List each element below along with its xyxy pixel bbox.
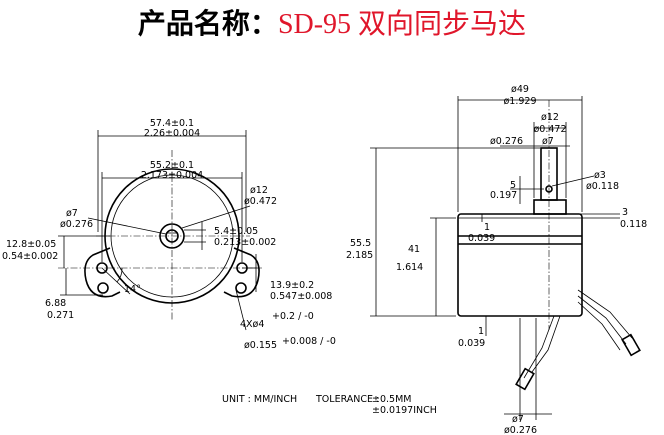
wire-1 [577,289,633,339]
side-hole-mm: ø3 [594,170,606,181]
front-holes-tol-in: +0.008 / -0 [282,336,336,347]
side-flange-in: 0.039 [468,233,495,244]
front-angle: 14° [124,284,141,295]
side-hole-leader [551,175,595,187]
front-left-in: 0.54±0.002 [2,251,58,262]
side-body [457,213,583,317]
side-boss [533,199,567,215]
front-left-mm: 12.8±0.05 [6,239,56,250]
front-flat-mm: 5.4±0.05 [214,226,258,237]
front-holes-tol-mm: +0.2 / -0 [272,311,314,322]
tolerance-label: TOLERANCE : [315,394,379,405]
front-boss-mm: ø12 [250,185,268,196]
front-holes-in: ø0.155 [244,340,277,351]
side-height-in: 2.185 [346,250,373,261]
front-ear-in: 0.547±0.008 [270,291,332,302]
side-body-mm: 41 [408,244,420,255]
front-boss-in: ø0.472 [244,196,277,207]
front-bottom-in: 0.271 [47,310,74,321]
side-tip-mm: 5 [510,180,516,191]
side-view: ø49 ø1.929 ø12 ø0.472 ø0.276 ø7 5 0.197 … [346,84,647,435]
front-width-mm: 57.4±0.1 [150,118,194,129]
side-width-mm: ø49 [511,84,529,95]
wire-4 [531,315,561,373]
side-lead-in: ø0.276 [504,425,537,435]
side-step-in: 0.118 [620,219,647,230]
footer-note: UNIT : MM/INCH TOLERANCE : ±0.5MM ±0.019… [222,394,437,416]
side-shaft-in: ø7 [542,136,554,147]
title-prefix: 产品名称： [137,7,278,40]
front-right-ear [223,247,260,298]
side-bottom-in: 0.039 [458,338,485,349]
left-ear-hole-lower [97,282,109,294]
angle-line [101,267,131,295]
right-ear-hole-lower [235,282,247,294]
side-bottom-mm: 1 [478,326,484,337]
holes-leader [235,289,247,331]
side-step-mm: 3 [622,207,628,218]
tolerance-in: ±0.0197INCH [372,405,437,416]
side-boss-in: ø0.472 [533,124,566,135]
side-tip-in: 0.197 [490,190,517,201]
boss-leader [181,205,251,229]
angle-arc [116,267,123,283]
front-hole-span-mm: 55.2±0.1 [150,160,194,171]
tolerance-mm: ±0.5MM [372,394,411,405]
wire-end-2 [515,367,535,391]
front-holes-mm: 4Xø4 [240,319,264,330]
product-title: 产品名称：SD-95 双向同步马达 [0,2,664,47]
wire-3 [577,301,621,351]
unit-note: UNIT : MM/INCH [222,394,297,405]
side-hole-in: ø0.118 [586,181,619,192]
wire-2 [577,295,627,345]
front-hole-span-in: 2.173±0.004 [141,170,203,181]
side-lead-mm: ø7 [512,414,524,425]
wire-5 [523,315,555,379]
front-left-ear [84,247,121,298]
side-boss-mm: ø12 [541,112,559,123]
front-width-in: 2.26±0.004 [144,128,200,139]
front-shaft-in: ø0.276 [60,219,93,230]
side-body-in: 1.614 [396,262,423,273]
shaft-leader [87,217,167,235]
front-shaft-mm: ø7 [66,208,78,219]
side-shaft-mm: ø0.276 [490,136,523,147]
side-height-mm: 55.5 [350,238,371,249]
side-flange-mm: 1 [484,222,490,233]
front-ear-mm: 13.9±0.2 [270,280,314,291]
front-bottom-mm: 6.88 [45,298,66,309]
wire-end-1 [621,333,641,357]
side-width-in: ø1.929 [503,96,536,107]
front-view: 57.4±0.1 2.26±0.004 55.2±0.1 2.173±0.004… [2,118,336,351]
front-flat-in: 0.213±0.002 [214,237,276,248]
title-model: SD-95 双向同步马达 [277,9,527,40]
